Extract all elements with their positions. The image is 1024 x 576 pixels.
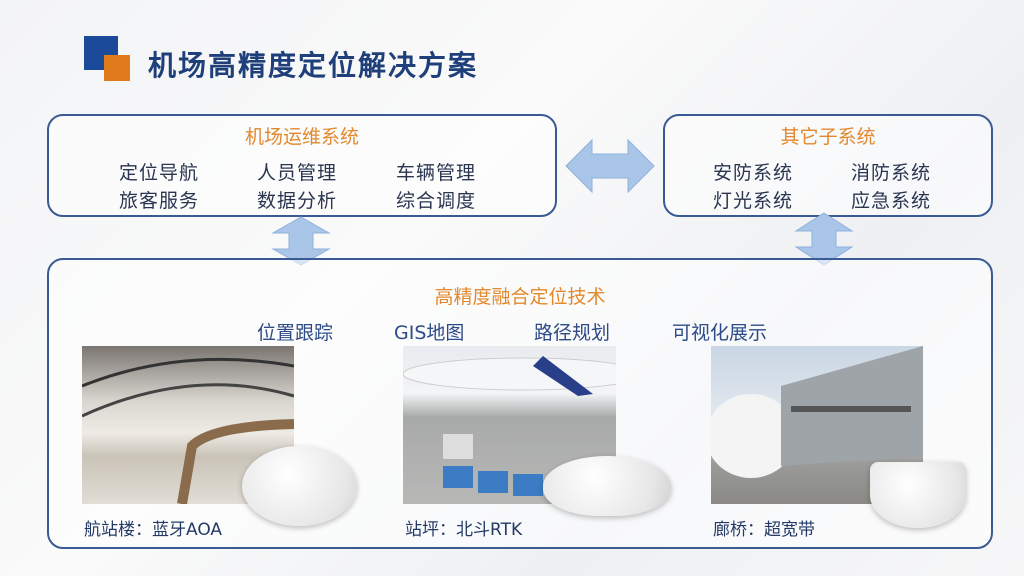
bluetooth-aoa-device bbox=[242, 446, 357, 526]
logo-square-orange bbox=[104, 55, 130, 81]
ops-item: 人员管理 bbox=[257, 162, 338, 184]
beidou-rtk-antenna bbox=[543, 456, 671, 516]
other-item: 安防系统 bbox=[713, 162, 794, 184]
uwb-device bbox=[870, 462, 966, 528]
double-arrow-horizontal-icon bbox=[565, 138, 655, 194]
feature-label: 位置跟踪 bbox=[257, 322, 334, 344]
other-item: 应急系统 bbox=[851, 190, 932, 212]
ops-title: 机场运维系统 bbox=[244, 126, 359, 148]
scene-caption: 航站楼：蓝牙AOA bbox=[84, 520, 223, 540]
ops-item: 旅客服务 bbox=[119, 190, 200, 212]
ops-item: 定位导航 bbox=[119, 162, 200, 184]
feature-label: 可视化展示 bbox=[672, 322, 768, 344]
other-title: 其它子系统 bbox=[780, 126, 876, 148]
other-system-box: 其它子系统 安防系统 消防系统 灯光系统 应急系统 bbox=[663, 114, 993, 217]
fusion-title: 高精度融合定位技术 bbox=[434, 286, 606, 308]
boarding-bridge-photo bbox=[711, 346, 923, 504]
apron-photo bbox=[403, 346, 616, 504]
ops-item: 综合调度 bbox=[396, 190, 477, 212]
page-title: 机场高精度定位解决方案 bbox=[148, 49, 479, 82]
other-item: 灯光系统 bbox=[713, 190, 794, 212]
ops-system-box: 机场运维系统 定位导航 人员管理 车辆管理 旅客服务 数据分析 综合调度 bbox=[47, 114, 557, 217]
scene-caption: 廊桥：超宽带 bbox=[713, 520, 815, 540]
ops-item: 数据分析 bbox=[257, 190, 338, 212]
feature-label: GIS地图 bbox=[394, 322, 465, 344]
scene-caption: 站坪：北斗RTK bbox=[405, 520, 523, 540]
ops-item: 车辆管理 bbox=[396, 162, 477, 184]
other-item: 消防系统 bbox=[851, 162, 932, 184]
feature-label: 路径规划 bbox=[534, 322, 611, 344]
